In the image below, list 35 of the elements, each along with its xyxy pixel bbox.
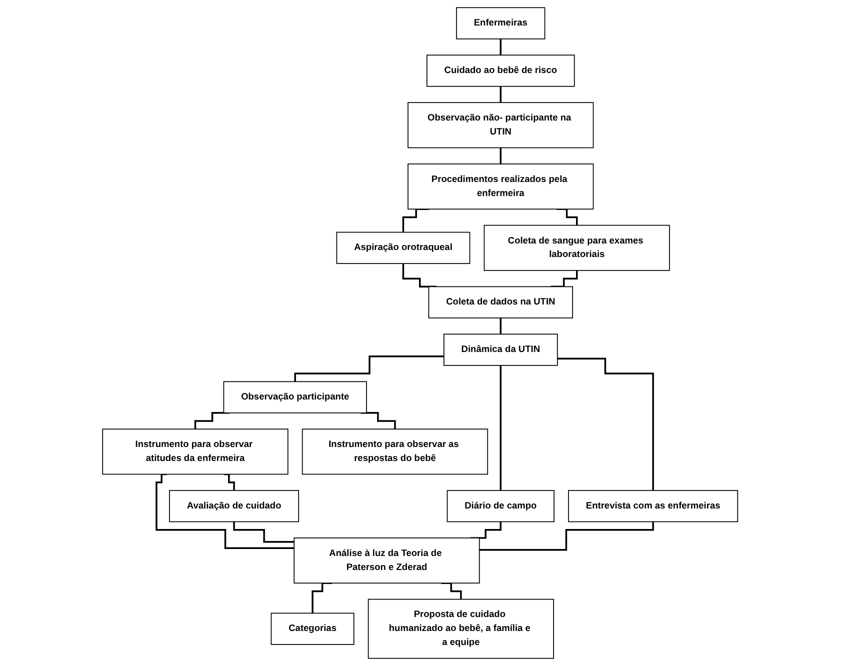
node-box (426, 54, 576, 86)
node-box (408, 163, 594, 210)
connector (361, 412, 396, 430)
connector (500, 85, 502, 103)
node-box (484, 224, 670, 270)
connector (557, 208, 578, 226)
connector (294, 354, 444, 382)
node-box (368, 598, 554, 658)
connector (558, 357, 654, 491)
connector (312, 582, 332, 614)
connector (234, 520, 294, 542)
node-box (444, 333, 558, 366)
node-box (102, 428, 289, 474)
connector (500, 38, 502, 56)
connector (194, 412, 230, 430)
node-box (336, 231, 471, 264)
node-box (294, 537, 480, 584)
connector (224, 472, 236, 491)
connector (500, 364, 502, 491)
node-box (169, 490, 300, 522)
connector (402, 208, 430, 233)
node-box (568, 490, 738, 522)
node-box (271, 612, 355, 644)
node-box (224, 380, 368, 413)
connector (480, 520, 654, 550)
connector (500, 316, 502, 335)
node-box (408, 102, 594, 148)
flowchart: Enfermeiras Cuidado ao bebê de risco Observação não- participante na UTIN Procedimentos realizados pela enfermeira Aspiração orotraqueal Coleta de sangue para exames laboratoriais Coleta de dados na UTIN Dinâmica da UTIN Observação participante Diário de campo Entrevista com as enfermeiras Instrumento para observar atitudes da enfermeira Instrumento para observar as respostas do bebê Análise à luz da Teoria de Paterson e Zderad Categorias Avaliação de cuidado Proposta de cuidado humanizado ao bebê, a família e a equipe (98, 2, 743, 662)
node-box (447, 490, 555, 522)
node-box (428, 286, 574, 318)
connector (442, 582, 462, 600)
node-box (302, 428, 488, 474)
connector (156, 472, 294, 549)
connector (500, 146, 502, 164)
node-box (456, 6, 546, 39)
